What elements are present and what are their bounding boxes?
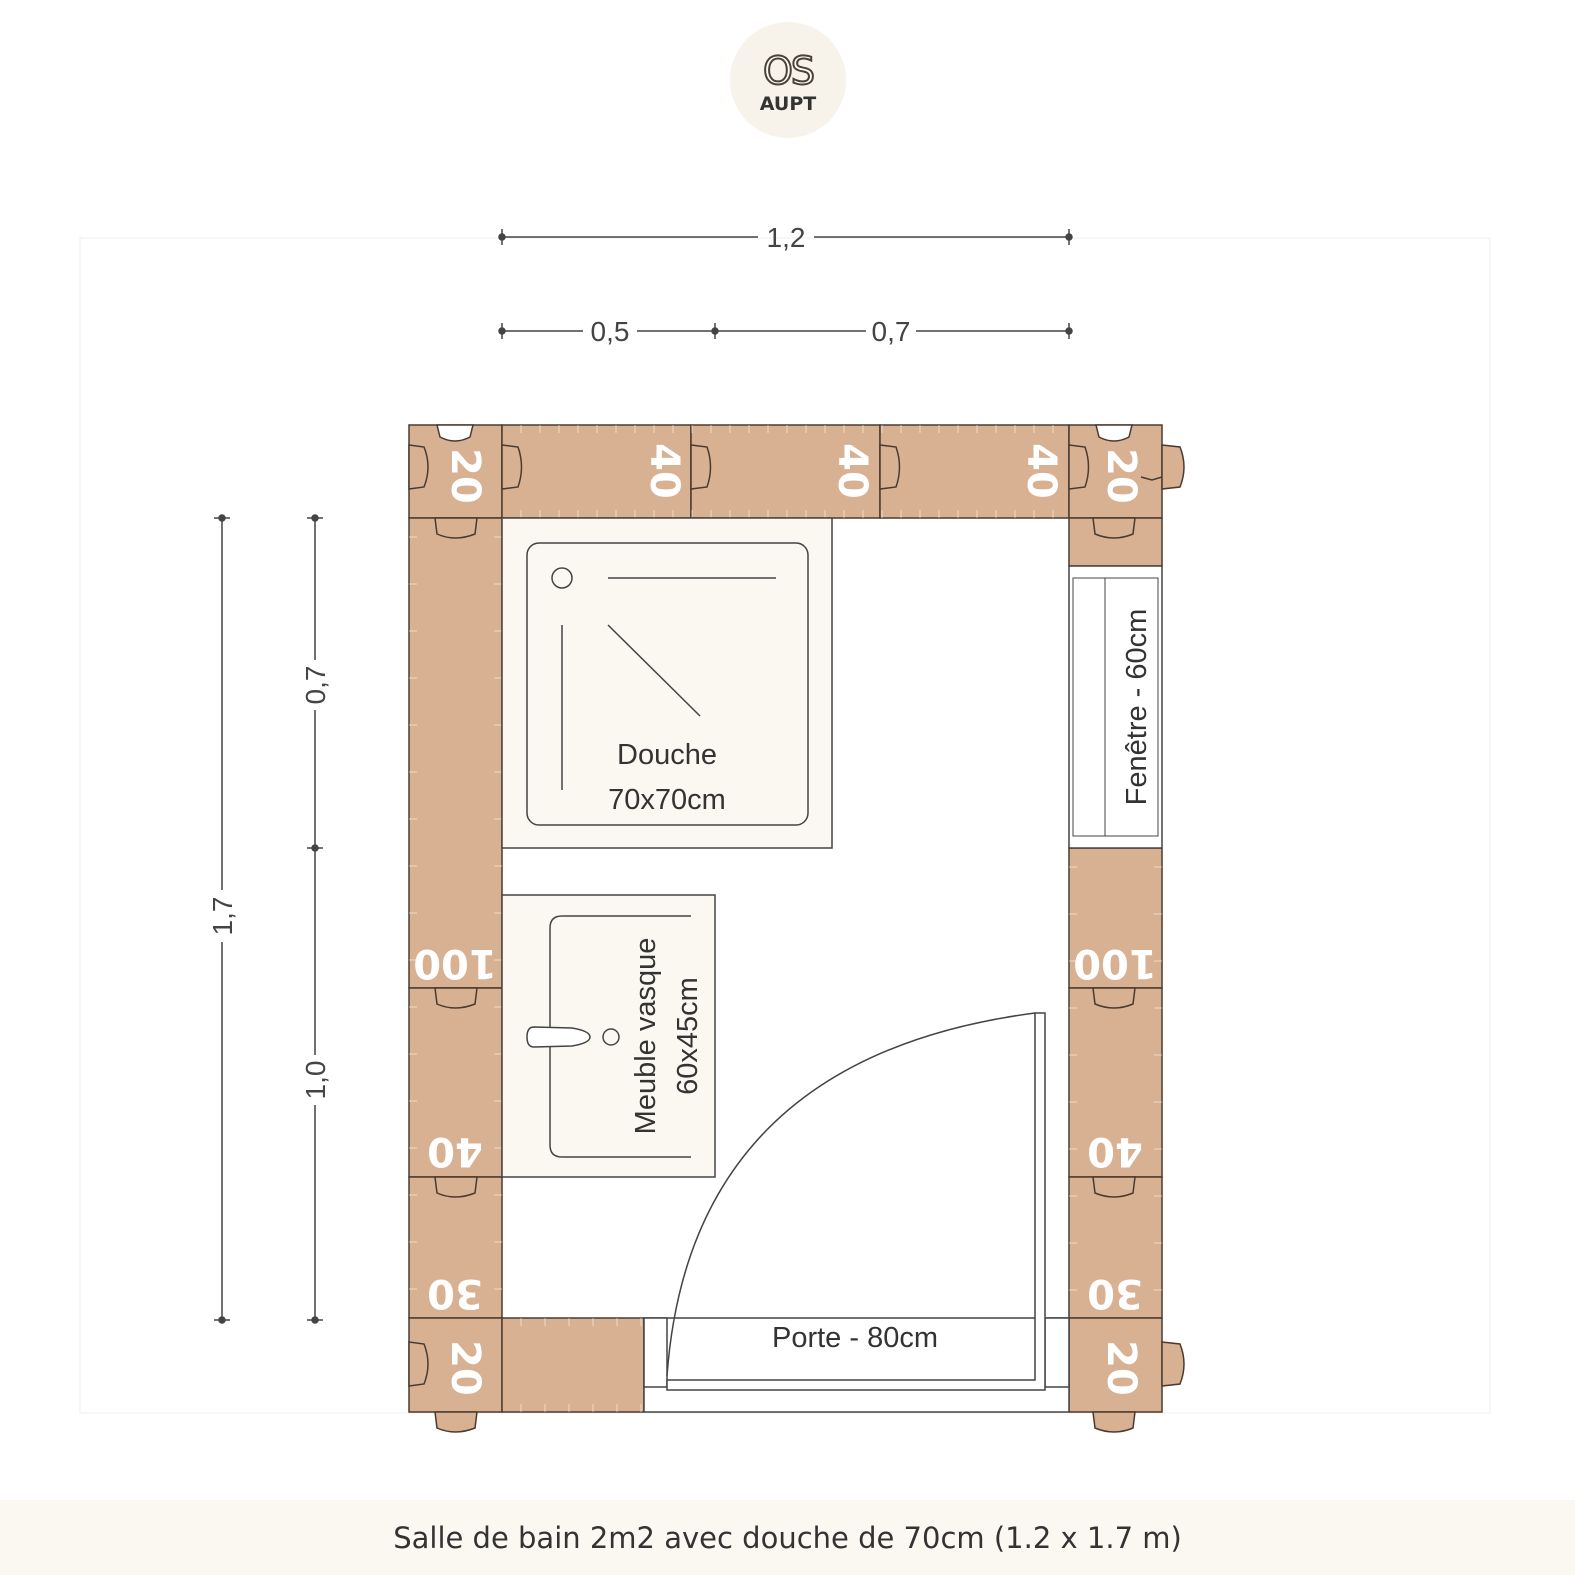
piece-label-right-2: 40 xyxy=(1087,1128,1143,1174)
piece-label-top-left-corner: 20 xyxy=(442,448,488,504)
logo-text: AUPT xyxy=(759,93,817,115)
tab-joint-top-0 xyxy=(501,444,523,490)
door-jamb-left xyxy=(643,1317,668,1388)
piece-left-1 xyxy=(408,517,503,989)
piece-top-1 xyxy=(501,424,692,519)
vanity-size: 60x45cm xyxy=(672,977,704,1095)
caption-bar: Salle de bain 2m2 avec douche de 70cm (1… xyxy=(0,1500,1575,1575)
notch-top-left xyxy=(436,424,474,442)
tab-bottom-left xyxy=(434,1411,478,1433)
piece-numbers: 20 40 40 40 20 100 40 30 100 40 30 20 20 xyxy=(413,443,1157,1396)
door-label: Porte - 80cm xyxy=(772,1322,938,1354)
door-leaf xyxy=(666,1012,1046,1391)
floor-plan-svg: 1,2 0,5 0,7 1,7 0,7 1,0 xyxy=(79,222,1491,1433)
tab-joint-left-1 xyxy=(434,987,478,1009)
piece-label-top-right-corner: 20 xyxy=(1098,448,1144,504)
window-frame xyxy=(1072,577,1159,837)
piece-top-3 xyxy=(879,424,1070,519)
notch-right-edge xyxy=(1140,476,1163,481)
door-opening xyxy=(643,1317,1070,1413)
notch-top-right xyxy=(1095,424,1133,442)
piece-label-right-1: 100 xyxy=(1073,940,1157,986)
vanity-label: Meuble vasque xyxy=(630,938,662,1135)
shower-label: Douche xyxy=(617,739,717,771)
dimension-lines xyxy=(214,229,1073,1324)
window-label: Fenêtre - 60cm xyxy=(1121,609,1153,806)
piece-right-2 xyxy=(1068,987,1163,1178)
caption: Salle de bain 2m2 avec douche de 70cm (1… xyxy=(393,1520,1182,1555)
shower-drain-icon xyxy=(551,567,573,589)
vanity-drain-icon xyxy=(602,1028,620,1046)
door-swing-arc xyxy=(666,1012,1036,1377)
dim-width-total: 1,2 xyxy=(767,222,806,253)
piece-label-bottom-right-corner: 20 xyxy=(1098,1340,1144,1396)
dim-height-part1: 0,7 xyxy=(300,666,331,705)
piece-label-top-2: 40 xyxy=(829,443,875,499)
door-jamb-right xyxy=(1044,1317,1070,1388)
frame xyxy=(79,237,1491,1414)
piece-left-2 xyxy=(408,987,503,1178)
dim-height-total: 1,7 xyxy=(207,897,238,936)
piece-left-3 xyxy=(408,1176,503,1319)
piece-label-right-3: 30 xyxy=(1087,1270,1143,1316)
logo: OS AUPT xyxy=(730,22,846,138)
dim-width-part1: 0,5 xyxy=(591,316,630,347)
tab-right-top xyxy=(1161,444,1185,490)
tab-joint-top-3 xyxy=(1068,444,1090,490)
tab-left-bottom xyxy=(408,1341,429,1387)
piece-label-left-3: 30 xyxy=(427,1270,483,1316)
piece-right-3 xyxy=(1068,1176,1163,1319)
faucet-icon xyxy=(526,1026,591,1048)
piece-right-1 xyxy=(1068,847,1163,989)
tab-joint-top-1 xyxy=(690,444,712,490)
tab-joint-top-2 xyxy=(879,444,901,490)
tab-joint-left-2 xyxy=(434,1176,478,1198)
piece-label-left-1: 100 xyxy=(413,940,497,986)
tab-right-bottom xyxy=(1161,1341,1185,1387)
tab-joint-right-1 xyxy=(1092,987,1136,1009)
tab-bottom-right xyxy=(1092,1411,1136,1433)
tab-joint-right-2 xyxy=(1092,1176,1136,1198)
piece-top-2 xyxy=(690,424,881,519)
piece-bottom-1 xyxy=(501,1317,645,1413)
tab-joint-left-top xyxy=(434,517,478,539)
dim-width-part2: 0,7 xyxy=(872,316,911,347)
piece-label-top-1: 40 xyxy=(641,443,687,499)
tab-left-top xyxy=(408,444,429,490)
piece-label-bottom-left-corner: 20 xyxy=(442,1340,488,1396)
tab-joint-right-top xyxy=(1092,517,1136,539)
logo-mark: OS xyxy=(762,49,816,93)
piece-label-left-2: 40 xyxy=(427,1128,483,1174)
shower-line-diagonal xyxy=(607,624,701,717)
wall-notches xyxy=(436,424,1163,481)
piece-label-top-3: 40 xyxy=(1018,443,1064,499)
ruler-ticks xyxy=(409,425,1162,1412)
dim-height-part2: 1,0 xyxy=(300,1061,331,1100)
shower-size: 70x70cm xyxy=(608,784,726,816)
